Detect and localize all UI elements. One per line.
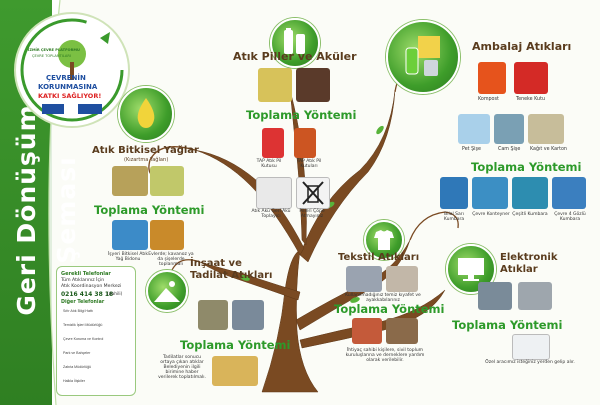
phones-entry: Zabıta Müdürlüğü (63, 365, 92, 369)
packaging-bin-caption: Çeşitli Kumbara (512, 212, 548, 217)
packaging-bin-caption: Çevre 4 Gözlü Kumbara (554, 212, 586, 222)
phones-entry: Park ve Bahçeler (63, 351, 91, 355)
packaging-title: Ambalaj Atıkları (472, 40, 572, 53)
phones-entry: Çevre Koruma ve Kontrol (63, 337, 104, 341)
phones-line: Atık Koordinasyon Merkezi (61, 284, 122, 289)
electronics-title: Elektronik Atıklar (500, 252, 558, 275)
phones-box: Gerekli Telefonlar Tüm Atıklarınız İçin … (56, 266, 136, 396)
oil-caption: Evlerde; kavanoz ya da şişelerde toplanm… (148, 252, 194, 267)
bin-photo (440, 177, 468, 209)
packaging-bin-caption: Bilal Sarı Kumbara (443, 212, 465, 222)
shoes-photo (386, 266, 418, 292)
packaging-item: Kağıt ve Karton (530, 147, 567, 152)
textile-note: Kullanılmadığınız temiz kıyafet ve ayakk… (345, 293, 421, 303)
container-photo (472, 177, 508, 209)
phones-line: Tüm Atıklarınız İçin (61, 278, 105, 283)
oil-collection: Toplama Yöntemi (94, 203, 205, 217)
packaging-item: Kompost (478, 97, 499, 102)
batteries-title: Atık Piller ve Aküler (233, 50, 357, 63)
phones-number-suffix: (dahili) (107, 292, 123, 297)
phones-entry: Halkla İlişkiler (63, 379, 85, 383)
oil-jar-photo (150, 220, 184, 250)
batteries-collection: Toplama Yöntemi (246, 108, 357, 122)
batteries-caption: Pilleri Çöpe Atmayınız (299, 209, 325, 219)
paper-carton-photo (528, 114, 564, 144)
logo-line: ÇEVRENİN (46, 74, 86, 82)
donation-photo (352, 318, 382, 344)
construction-title: İnşaat ve Tadilat Atıkları (190, 258, 273, 281)
packaging-item: Cam Şişe (498, 147, 521, 152)
oil-title: Atık Bitkisel Yağlar (92, 145, 199, 156)
logo-small-line: İZMİR ÇEVRE PLATFORMU (28, 48, 80, 52)
textile-circle-icon (364, 220, 404, 260)
glass-bottle-photo (494, 114, 524, 144)
logo-small-line: ÇEVRE TOPLANTILARI (32, 54, 71, 58)
oil-drum-photo (112, 220, 148, 250)
packaging-item: Teneke Kutu (516, 97, 546, 102)
oil-pour-photo (150, 166, 184, 196)
renovation-photo (232, 300, 264, 330)
e-waste-photo (478, 282, 512, 310)
batteries-caption: TAP Atık Pil Kutuları (296, 159, 322, 169)
collection-van-photo (512, 334, 550, 360)
textile-title: Tekstil Atıkları (338, 252, 420, 263)
no-trash-sign-photo (296, 177, 330, 209)
packaging-item: Pet Şişe (462, 147, 481, 152)
logo-line: KATKI SAĞLIYOR! (38, 92, 102, 100)
battery-collector-photo (256, 177, 292, 209)
appliances-photo (518, 282, 552, 310)
bank-photo (512, 177, 548, 209)
packaging-circle-icon (386, 20, 460, 94)
battery-circle-icon (270, 18, 320, 68)
construction-circle-icon (146, 270, 188, 312)
phones-entry: Sıfır Atık Bilgi Hattı (63, 309, 93, 313)
clothes-photo (346, 266, 382, 292)
rubble-photo (198, 300, 228, 330)
four-bin-photo (552, 177, 586, 209)
construction-collection: Toplama Yöntemi (180, 338, 291, 352)
textile-collection: Toplama Yöntemi (334, 302, 445, 316)
phones-subtitle: Diğer Telefonlar (61, 300, 105, 305)
pet-bottle-photo (458, 114, 490, 144)
donation-center-photo (386, 318, 418, 344)
electronics-note: Özel aracımız isteğiniz yerden gelip alı… (485, 360, 575, 365)
phones-entry: Temizlik İşleri Müdürlüğü (63, 323, 103, 327)
packaging-collection: Toplama Yöntemi (471, 160, 582, 174)
phones-number: 0216 414 38 18 (61, 291, 114, 298)
frying-oil-photo (112, 166, 148, 196)
tin-can-photo (514, 62, 548, 94)
textile-note2: İhtiyaç sahibi kişilere, sivil toplum ku… (345, 348, 425, 363)
project-logo: İZMİR ÇEVRE PLATFORMU ÇEVRE TOPLANTILARI… (14, 12, 130, 128)
electronics-collection: Toplama Yöntemi (452, 318, 563, 332)
construction-title-1: İnşaat ve Tadilat Atıkları (190, 258, 278, 282)
logo-line: KORUNMASINA (38, 83, 98, 91)
tap-boxes-photo (294, 128, 316, 158)
tap-box-photo (262, 128, 284, 158)
construction-note: Tadilatlar sonucu ortaya çıkan atıklar B… (158, 355, 206, 380)
packaging-bin-caption: Çevre Konteyner (472, 212, 510, 217)
truck-photo (212, 356, 258, 386)
oil-subtitle: (Kızartma Yağları) (124, 157, 169, 163)
oil-caption: İşyeri Bitkisel Atık Yağ Bidonu (107, 252, 148, 262)
logo-tree-icon (20, 18, 124, 122)
batteries-caption: TAP Atık Pil Kutusu (256, 159, 282, 169)
battery-box-photo (296, 68, 330, 102)
compost-photo (478, 62, 506, 94)
batteries-caption: Atık Akü Geri Akü Toplayıcı (251, 209, 291, 219)
oil-circle-icon (118, 86, 174, 142)
phones-title: Gerekli Telefonlar (61, 271, 111, 277)
battery-photo (258, 68, 292, 102)
